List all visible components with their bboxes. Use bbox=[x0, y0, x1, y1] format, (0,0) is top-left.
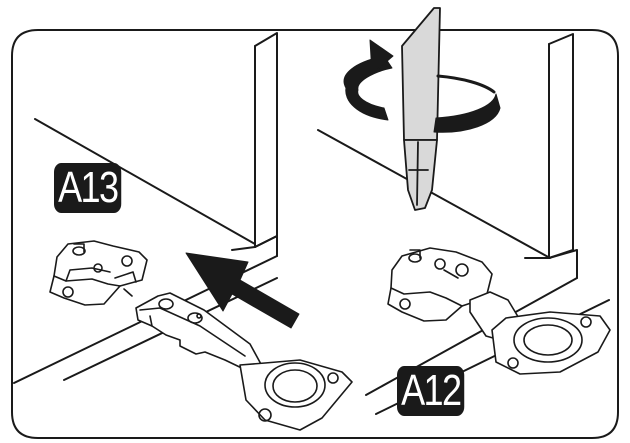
frame-border bbox=[11, 29, 619, 439]
left-cabinet-panel bbox=[13, 32, 278, 384]
insert-arrow-icon bbox=[185, 252, 300, 329]
left-mounting-plate bbox=[49, 240, 148, 306]
right-hinge bbox=[469, 291, 611, 375]
rotate-arrow-icon bbox=[343, 39, 501, 133]
right-cabinet-panel bbox=[317, 33, 610, 415]
left-hinge bbox=[135, 292, 353, 431]
step-label-a12: A12 bbox=[397, 366, 465, 416]
screwdriver-icon bbox=[401, 7, 441, 211]
step-label-a13: A13 bbox=[54, 163, 122, 213]
